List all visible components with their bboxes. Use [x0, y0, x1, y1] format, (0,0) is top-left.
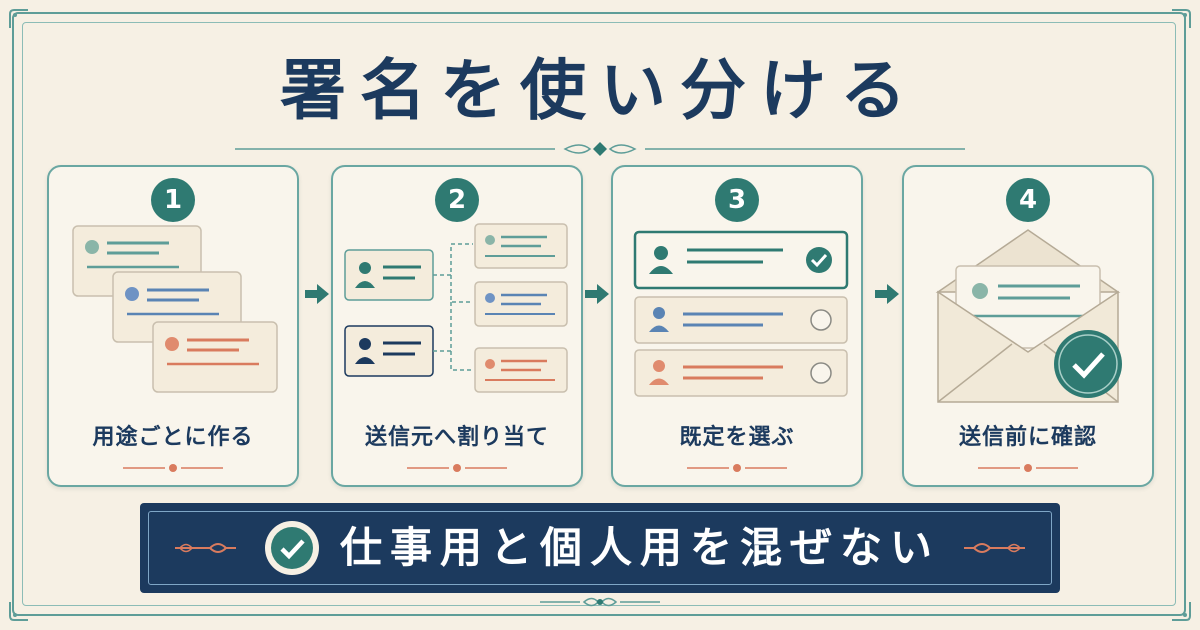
step-divider-ornament — [687, 464, 787, 472]
banner-inner-border — [148, 511, 1052, 585]
default-option-blue — [634, 296, 848, 344]
confirm-before-send-illustration — [935, 229, 1122, 403]
assignment-connectors — [433, 243, 473, 371]
default-option-selected — [633, 230, 849, 290]
banner-message: 仕事用と個人用を混ぜない — [340, 523, 941, 572]
multiple-signatures-illustration — [72, 225, 278, 393]
assign-sender-illustration — [344, 223, 568, 393]
sender-account-teal — [344, 249, 434, 301]
title-divider-ornament — [235, 142, 965, 156]
corner-ornament-icon — [1172, 9, 1191, 28]
step-label: 送信前に確認 — [958, 424, 1097, 450]
arrow-right-icon — [585, 284, 609, 304]
step-label: 送信元へ割り当て — [364, 424, 549, 450]
corner-ornament-icon — [1172, 602, 1191, 621]
corner-ornament-icon — [9, 9, 28, 28]
signature-option-blue — [474, 281, 568, 327]
outer-frame — [12, 12, 1186, 616]
sender-account-navy — [344, 325, 434, 377]
default-option-orange — [634, 349, 848, 397]
flourish-right-icon — [964, 543, 1025, 553]
flourish-left-icon — [175, 543, 236, 553]
choose-default-illustration — [633, 230, 849, 397]
signature-option-teal — [474, 223, 568, 269]
corner-ornament-icon — [9, 602, 28, 621]
check-icon — [265, 521, 319, 575]
signature-card-orange — [152, 321, 278, 393]
page-title: 署名を使い分ける — [280, 51, 920, 129]
key-message-banner: 仕事用と個人用を混ぜない — [140, 503, 1060, 593]
bottom-ornament — [540, 597, 660, 607]
check-badge-icon — [1054, 330, 1122, 398]
step-number: 4 — [1006, 178, 1050, 222]
step-divider-ornament — [978, 464, 1078, 472]
signature-option-orange — [474, 347, 568, 393]
step-label: 用途ごとに作る — [92, 424, 254, 450]
inner-frame — [22, 22, 1176, 606]
arrow-right-icon — [305, 284, 329, 304]
step-number: 3 — [715, 178, 759, 222]
step-number: 1 — [151, 178, 195, 222]
step-card-3: 3 既定を選ぶ — [611, 165, 863, 487]
step-divider-ornament — [123, 464, 223, 472]
step-card-4: 4 送信前に確認 — [902, 165, 1154, 487]
step-number: 2 — [435, 178, 479, 222]
step-label: 既定を選ぶ — [679, 424, 795, 450]
arrow-right-icon — [875, 284, 899, 304]
step-card-2: 2 — [331, 165, 583, 487]
step-divider-ornament — [407, 464, 507, 472]
step-card-1: 1 用途ごとに作る — [47, 165, 299, 487]
